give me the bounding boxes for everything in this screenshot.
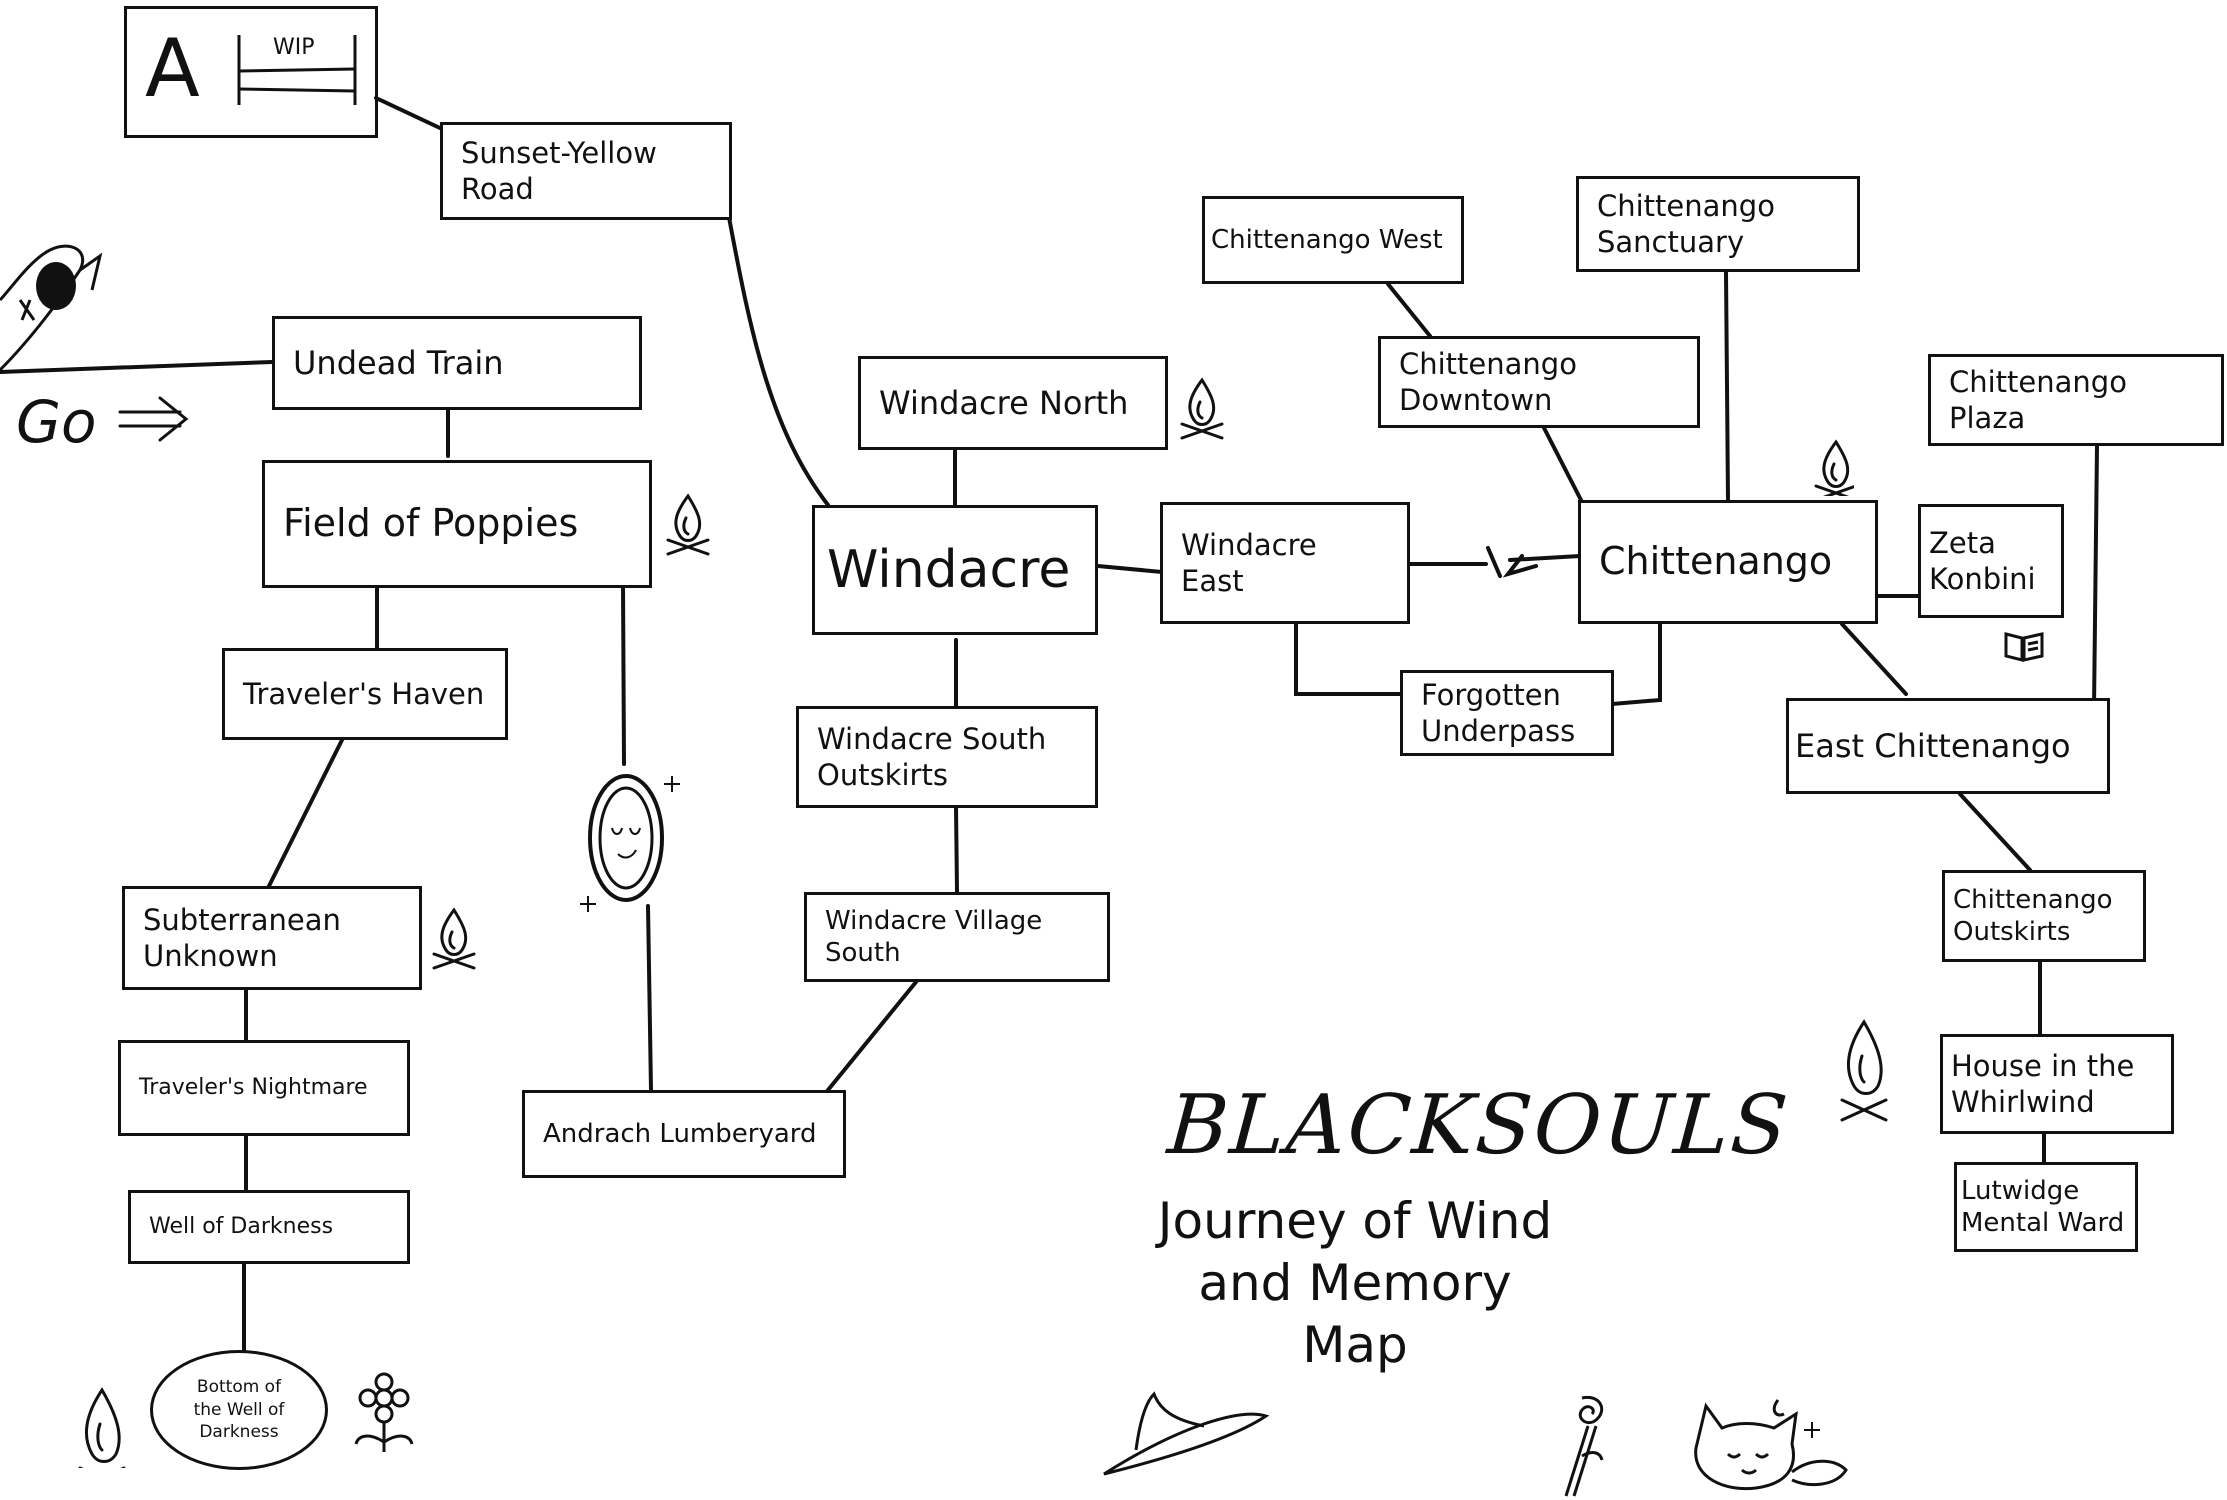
cat-icon: [1694, 1399, 1848, 1491]
title-logo: BLACKSOULS: [1164, 1078, 1793, 1173]
node-house-in-the-whirlwind[interactable]: House in the Whirlwind: [1940, 1034, 2174, 1134]
legend-letter: A: [145, 22, 200, 115]
link-south-village: [954, 804, 959, 894]
link-sanctuary-chittenango: [1724, 270, 1730, 502]
node-windacre-east[interactable]: Windacre East: [1160, 502, 1410, 624]
map-title: Journey of Wind and Memory Map: [1157, 1192, 1553, 1374]
link-plaza-east: [2092, 444, 2099, 710]
legend-box: A WIP: [124, 6, 378, 138]
legend-wip-bracket: [237, 35, 357, 105]
node-windacre[interactable]: Windacre: [812, 505, 1098, 635]
node-windacre-north[interactable]: Windacre North: [858, 356, 1168, 450]
node-chittenango-sanctuary[interactable]: Chittenango Sanctuary: [1576, 176, 1860, 272]
link-village-lumberyard: [826, 980, 918, 1092]
node-andrach-lumberyard[interactable]: Andrach Lumberyard: [522, 1090, 846, 1178]
node-subterranean-unknown[interactable]: Subterranean Unknown: [122, 886, 422, 990]
node-well-of-darkness[interactable]: Well of Darkness: [128, 1190, 410, 1264]
link-sunset-windacre: [726, 210, 830, 507]
witch-hat-icon: [1103, 1391, 1270, 1476]
node-chittenango-outskirts[interactable]: Chittenango Outskirts: [1942, 870, 2146, 962]
magic-mirror-icon[interactable]: [576, 758, 686, 918]
campfire-icon: [1840, 1020, 1888, 1122]
node-chittenango[interactable]: Chittenango: [1578, 500, 1878, 624]
campfire-icon: [1814, 440, 1854, 496]
node-chittenango-downtown[interactable]: Chittenango Downtown: [1378, 336, 1700, 428]
node-sunset-yellow-road[interactable]: Sunset-Yellow Road: [440, 122, 732, 220]
link-start-undead-train: [0, 360, 274, 374]
node-forgotten-underpass[interactable]: Forgotten Underpass: [1400, 670, 1614, 756]
node-chittenango-west[interactable]: Chittenango West: [1202, 196, 1464, 284]
link-chittenango-underpass: [1610, 622, 1662, 706]
node-lutwidge-mental-ward[interactable]: Lutwidge Mental Ward: [1954, 1162, 2138, 1252]
node-windacre-village-south[interactable]: Windacre Village South: [804, 892, 1110, 982]
link-downtown-chittenango: [1540, 422, 1584, 504]
link-east-underpass: [1294, 622, 1406, 696]
node-east-chittenango[interactable]: East Chittenango: [1786, 698, 2110, 794]
link-legend-sunset: [374, 96, 442, 130]
legend-wip-label: WIP: [273, 35, 315, 60]
gate-mark: [1486, 546, 1538, 578]
link-west-downtown: [1386, 282, 1432, 338]
creature-sketch-icon: [0, 244, 103, 372]
node-undead-train[interactable]: Undead Train: [272, 316, 642, 410]
campfire-icon: [1180, 378, 1224, 440]
link-haven-subterranean: [266, 738, 344, 890]
link-eastc-outskirts: [1958, 792, 2032, 872]
campfire-icon: [666, 494, 710, 556]
book-icon: [2004, 632, 2044, 662]
flower-icon: [354, 1372, 414, 1452]
campfire-icon: [78, 1388, 126, 1468]
node-bottom-of-well[interactable]: Bottom of the Well of Darkness: [150, 1350, 328, 1470]
link-windacre-east: [1096, 564, 1164, 574]
link-chittenango-eastc: [1840, 622, 1908, 696]
node-field-of-poppies[interactable]: Field of Poppies: [262, 460, 652, 588]
node-zeta-konbini[interactable]: Zeta Konbini: [1918, 504, 2064, 618]
wand-icon: [1564, 1395, 1604, 1497]
start-arrow-icon: [118, 396, 189, 442]
link-poppies-mirror: [621, 582, 626, 766]
start-label: Go: [16, 388, 97, 456]
node-chittenango-plaza[interactable]: Chittenango Plaza: [1928, 354, 2224, 446]
node-travelers-nightmare[interactable]: Traveler's Nightmare: [118, 1040, 410, 1136]
link-mirror-lumberyard: [646, 904, 653, 1092]
node-travelers-haven[interactable]: Traveler's Haven: [222, 648, 508, 740]
node-windacre-south-outskirts[interactable]: Windacre South Outskirts: [796, 706, 1098, 808]
campfire-icon: [432, 908, 476, 970]
